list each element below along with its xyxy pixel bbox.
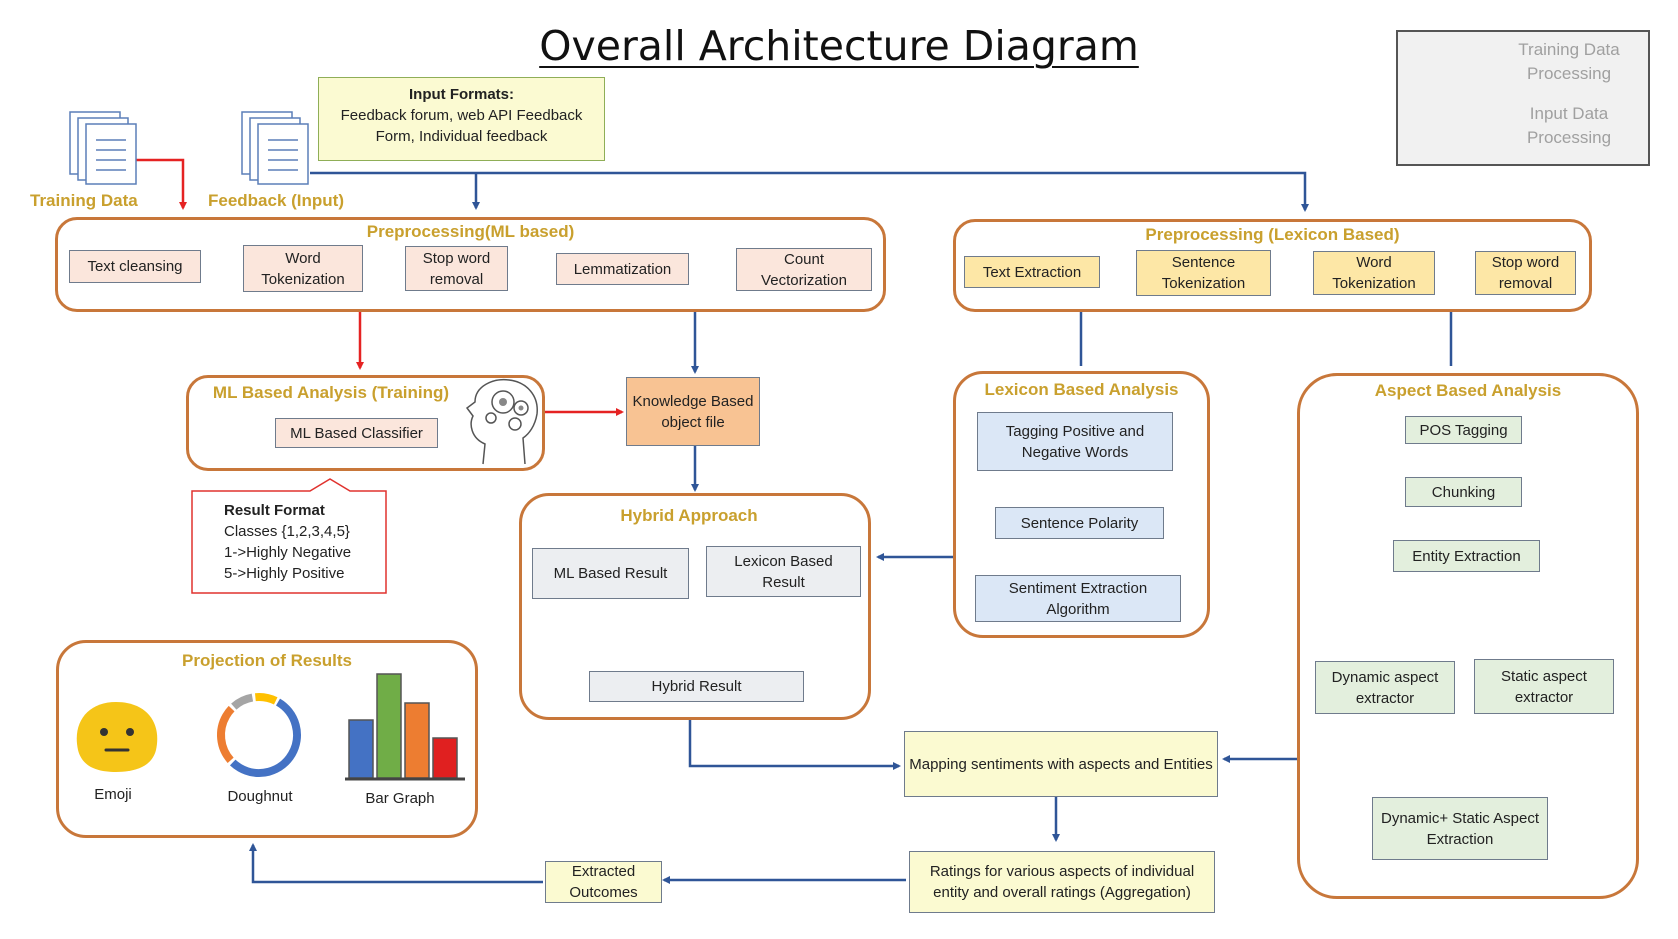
preprocessing-lexicon-title: Preprocessing (Lexicon Based)	[1145, 225, 1400, 244]
doughnut-label: Doughnut	[227, 788, 293, 805]
step-text-extraction: Text Extraction	[964, 256, 1100, 288]
training-documents-icon	[69, 111, 137, 185]
result-format-line: 1->Highly Negative	[224, 544, 352, 561]
doughnut-segment	[217, 692, 301, 777]
knowledge-object-file: Knowledge Based object file	[626, 377, 760, 446]
aspect-ratings-aggregation: Ratings for various aspects of individua…	[909, 851, 1215, 913]
step-word-tokenization-lex: Word Tokenization	[1313, 251, 1435, 295]
mapping-sentiments: Mapping sentiments with aspects and Enti…	[904, 731, 1218, 797]
feedback-documents-icon	[241, 111, 309, 185]
training-data-arrow	[136, 158, 187, 210]
ml-based-result: ML Based Result	[532, 548, 689, 599]
training-data-label: Training Data	[30, 191, 138, 210]
legend-input-label: Input Data Processing	[1526, 104, 1612, 147]
step-word-tokenization-ml: Word Tokenization	[243, 245, 363, 292]
bar-graph-label: Bar Graph	[365, 790, 435, 807]
input-formats-text: Feedback forum, web API Feedback Form, I…	[340, 107, 583, 145]
doughnut-icon	[217, 692, 301, 777]
page-title: Overall Architecture Diagram	[539, 22, 1139, 70]
hybrid-approach-title: Hybrid Approach	[620, 506, 758, 525]
step-count-vectorization: Count Vectorization	[736, 248, 872, 291]
legend	[1396, 30, 1650, 166]
hybrid-to-mapping-arrow	[688, 720, 901, 770]
bar-graph-bar	[349, 720, 373, 778]
feedback-to-lexicon-arrow	[310, 171, 1309, 212]
step-sentiment-extraction: Sentiment Extraction Algorithm	[975, 575, 1181, 622]
step-chunking: Chunking	[1405, 477, 1522, 507]
dynamic-aspect-extractor: Dynamic aspect extractor	[1315, 661, 1455, 714]
bar-graph-bar	[405, 703, 429, 778]
step-sentence-polarity: Sentence Polarity	[995, 507, 1164, 539]
static-aspect-extractor: Static aspect extractor	[1474, 659, 1614, 714]
bar-graph-bar	[433, 738, 457, 778]
step-stop-word-removal-lex: Stop word removal	[1475, 251, 1576, 295]
result-format-line: 5->Highly Positive	[224, 565, 345, 582]
emoji-icon	[76, 702, 158, 772]
step-text-cleansing: Text cleansing	[69, 250, 201, 283]
result-format-text: Result Format Classes {1,2,3,4,5} 1->Hig…	[224, 500, 351, 584]
aspect-analysis-title: Aspect Based Analysis	[1374, 381, 1562, 400]
extracted-outcomes: Extracted Outcomes	[545, 861, 662, 903]
result-format-line: Classes {1,2,3,4,5}	[224, 523, 350, 540]
bar-graph-icon	[345, 673, 465, 781]
lexicon-analysis-title: Lexicon Based Analysis	[984, 380, 1179, 399]
feedback-input-label: Feedback (Input)	[208, 191, 345, 210]
projection-title: Projection of Results	[181, 651, 353, 670]
input-formats-note: Input Formats: Feedback forum, web API F…	[318, 77, 605, 161]
step-tagging-words: Tagging Positive and Negative Words	[977, 412, 1173, 471]
lexicon-based-result: Lexicon Based Result	[706, 546, 861, 597]
result-format-heading: Result Format	[224, 502, 325, 519]
step-sentence-tokenization: Sentence Tokenization	[1136, 250, 1271, 296]
result-format-callout	[191, 478, 387, 594]
step-pos-tagging: POS Tagging	[1405, 416, 1522, 444]
step-lemmatization: Lemmatization	[556, 253, 689, 285]
doughnut-segment	[217, 692, 301, 777]
step-stop-word-removal-ml: Stop word removal	[405, 246, 508, 291]
doughnut-segment	[217, 692, 301, 777]
ml-based-classifier: ML Based Classifier	[275, 418, 438, 448]
bar-graph-bar	[377, 674, 401, 778]
extracted-to-projection-arrow	[249, 843, 543, 884]
hybrid-result: Hybrid Result	[589, 671, 804, 702]
brain-head-icon	[465, 378, 538, 465]
input-formats-heading: Input Formats:	[409, 86, 514, 103]
legend-training-label: Training Data Processing	[1518, 40, 1620, 83]
preprocessing-ml-title: Preprocessing(ML based)	[366, 222, 575, 241]
doughnut-segment	[217, 692, 301, 777]
combined-aspect-extraction: Dynamic+ Static Aspect Extraction	[1372, 797, 1548, 860]
emoji-label: Emoji	[94, 786, 132, 803]
ml-analysis-title: ML Based Analysis (Training)	[212, 383, 450, 402]
step-entity-extraction: Entity Extraction	[1393, 540, 1540, 572]
